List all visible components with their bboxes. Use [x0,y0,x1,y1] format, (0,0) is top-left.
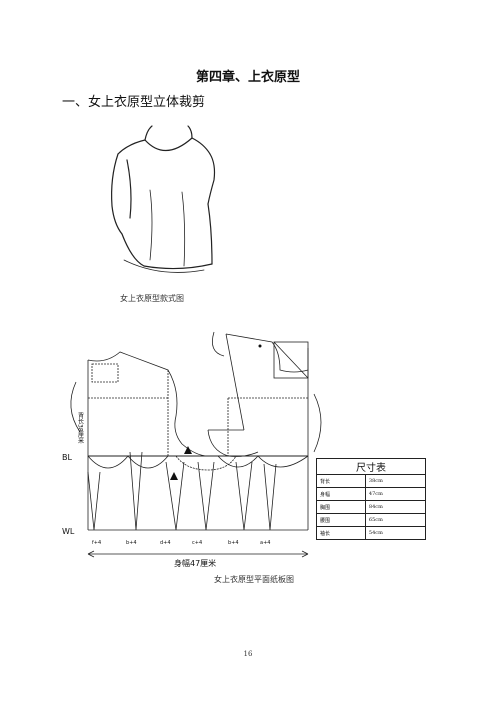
size-value: 54cm [364,526,427,540]
segment-label: b+4 [228,540,239,546]
segment-label: a+4 [260,540,270,546]
segment-label: d+4 [160,540,171,546]
table-row: 胸围 84cm [316,500,427,514]
page-number: 16 [243,650,253,658]
size-value: 38cm [364,474,427,488]
size-label: 身幅 [316,487,366,501]
size-table: 尺寸表 背长 38cm 身幅 47cm 胸围 84cm 腰围 65cm 袖长 5… [316,458,427,540]
chapter-title: 第四章、上衣原型 [195,70,300,85]
pattern-draft: BL WL 背长38厘米 f+4 b+4 d+4 c+4 b+4 a+4 身幅4… [62,331,322,568]
table-row: 袖长 54cm [316,526,427,540]
table-row: 背长 38cm [316,474,427,488]
size-label: 袖长 [316,526,366,540]
size-value: 65cm [364,513,427,527]
segment-label: c+4 [192,540,202,546]
segment-label: f+4 [92,540,101,546]
size-table-title: 尺寸表 [316,458,426,475]
size-value: 84cm [364,500,427,514]
figure-caption: 女上衣原型款式图 [120,294,184,303]
bust-line-label: BL [62,453,72,462]
size-value: 47cm [364,487,427,501]
waist-line-label: WL [62,527,75,536]
size-label: 胸围 [316,500,366,514]
table-row: 身幅 47cm [316,487,427,501]
section-heading: 一、女上衣原型立体裁剪 [62,95,206,110]
bust-width-label: 身幅47厘米 [174,558,216,568]
size-label: 背长 [316,474,366,488]
figure-caption: 女上衣原型平面纸板图 [214,575,294,584]
table-row: 腰围 65cm [316,513,427,527]
size-label: 腰围 [316,513,366,527]
segment-label: b+4 [126,540,137,546]
bodice-sketch [111,125,216,273]
back-length-label: 背长38厘米 [77,411,84,445]
